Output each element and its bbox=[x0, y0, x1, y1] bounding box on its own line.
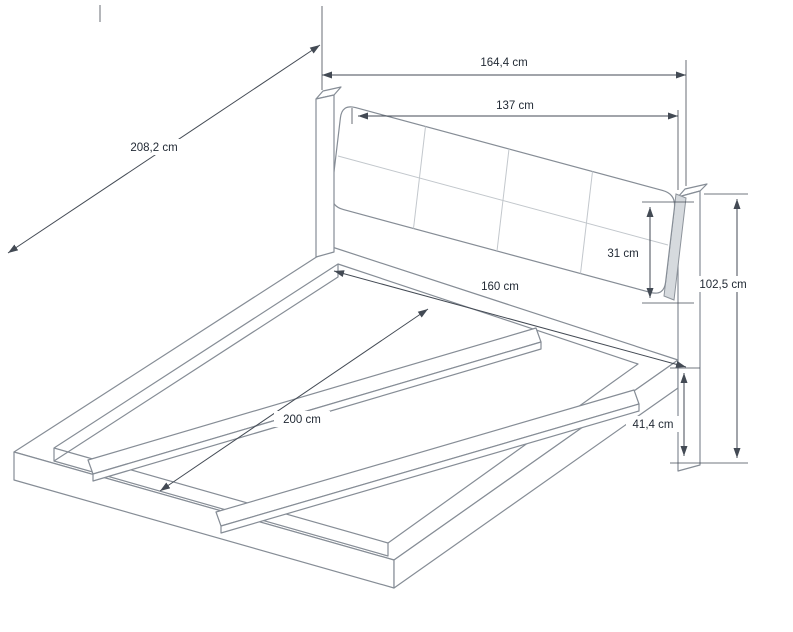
label-backdrop bbox=[274, 411, 330, 427]
dim-line-inner-width bbox=[333, 270, 687, 368]
cushion-seam-vertical-3 bbox=[580, 171, 593, 274]
label-backdrop bbox=[122, 139, 186, 155]
label-backdrop bbox=[692, 276, 754, 292]
dimensions: 164,4 cm 137 cm 208,2 cm 31 cm 160 cm 10… bbox=[7, 5, 754, 492]
dim-line-inner-length bbox=[159, 308, 429, 492]
label-backdrop bbox=[600, 245, 646, 260]
dimension-label-base-height: 41,4 cm bbox=[633, 419, 674, 431]
dimension-label-cushion-height: 31 cm bbox=[607, 248, 638, 260]
slat-board-bottom-edge bbox=[220, 403, 640, 534]
dimension-label-total-width: 164,4 cm bbox=[480, 57, 527, 69]
dimension-label-total-height: 102,5 cm bbox=[699, 279, 746, 291]
dimension-label-inner-width: 160 cm bbox=[481, 281, 519, 293]
headboard-left-post bbox=[315, 94, 335, 258]
label-backdrop bbox=[626, 416, 680, 432]
dimension-label-headboard-width: 137 cm bbox=[496, 100, 534, 112]
frame-inner-wall-foot bbox=[53, 460, 389, 557]
cushion-seam-horizontal bbox=[337, 155, 669, 246]
dimension-label-total-length: 208,2 cm bbox=[130, 142, 177, 154]
dimension-label-inner-length: 200 cm bbox=[283, 414, 321, 426]
